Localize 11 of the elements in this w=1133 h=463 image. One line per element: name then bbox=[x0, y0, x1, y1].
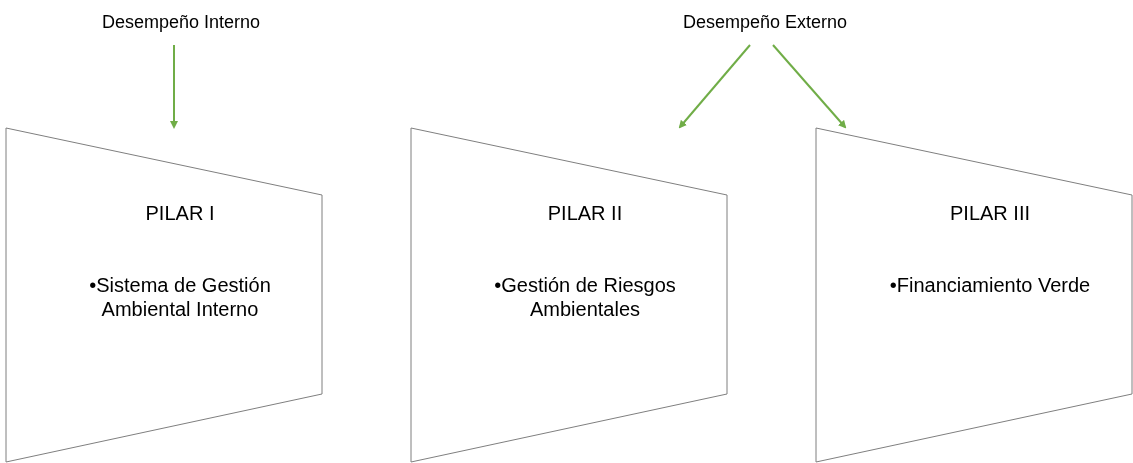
pillar-title: PILAR III bbox=[949, 201, 1031, 225]
heading-label: Desempeño Externo bbox=[683, 12, 848, 33]
bullet-text: •Sistema de Gestión Ambiental Interno bbox=[88, 273, 272, 321]
heading-label: Desempeño Interno bbox=[102, 12, 261, 33]
pillar-title: PILAR I bbox=[144, 201, 216, 225]
arrow bbox=[678, 44, 751, 129]
bullet-text: •Financiamiento Verde bbox=[888, 273, 1092, 297]
arrow bbox=[170, 44, 178, 129]
arrow bbox=[772, 44, 847, 129]
pillar-title: PILAR II bbox=[546, 201, 624, 225]
bullet-text: •Gestión de Riesgos Ambientales bbox=[493, 273, 677, 321]
